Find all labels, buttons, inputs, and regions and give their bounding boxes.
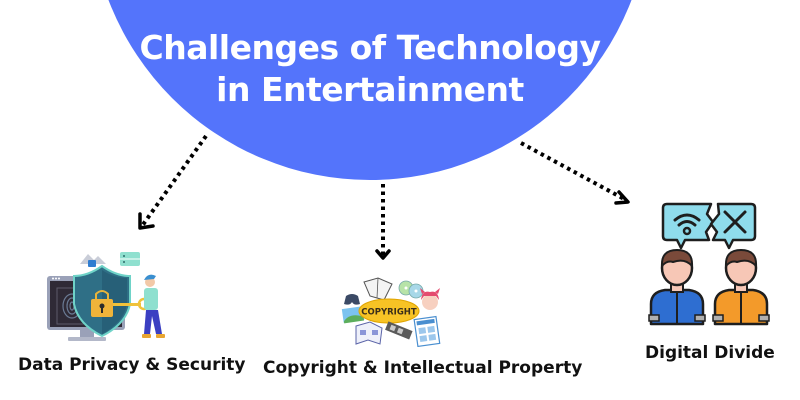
hub-title: Challenges of Technology in Entertainmen… (120, 27, 620, 111)
arrow-right (520, 141, 630, 205)
arrow-middle (375, 184, 391, 260)
hub-title-line-2: in Entertainment (216, 70, 524, 109)
arrow-left (138, 134, 208, 230)
branch-label-copyright: Copyright & Intellectual Property (263, 358, 583, 378)
branch-label-digital-divide: Digital Divide (645, 343, 775, 363)
branch-label-data-privacy: Data Privacy & Security (18, 355, 246, 375)
hub-title-line-1: Challenges of Technology (139, 28, 601, 67)
digital-divide-illustration-icon (648, 202, 770, 326)
data-security-illustration-icon (47, 252, 165, 341)
copyright-badge-text: COPYRIGHT (361, 308, 417, 318)
copyright-illustration-icon: COPYRIGHT (340, 277, 441, 347)
